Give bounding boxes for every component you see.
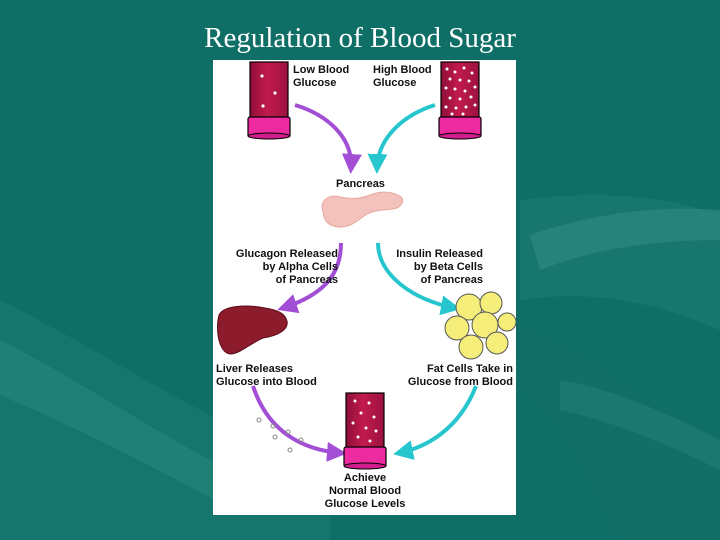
normal-glucose-tube [343, 392, 387, 470]
high-glucose-label: High Blood Glucose [373, 64, 432, 89]
insulin-label: Insulin Released by Beta Cells of Pancre… [396, 248, 483, 286]
fat-to-normal-arrow [393, 385, 478, 460]
released-glucose-dots [256, 417, 304, 453]
glucagon-arrow [277, 242, 343, 314]
liver-label: Liver Releases Glucose into Blood [216, 363, 317, 388]
slide-title: Regulation of Blood Sugar [204, 22, 516, 54]
fat-cells-label: Fat Cells Take in Glucose from Blood [407, 363, 513, 388]
fat-cells [444, 291, 516, 360]
diagram-graphics [217, 61, 516, 470]
pancreas-label: Pancreas [336, 178, 385, 190]
liver-organ [217, 305, 288, 355]
blood-sugar-diagram: Low Blood Glucose High Blood Glucose Pan… [213, 60, 516, 515]
low-to-pancreas-arrow [294, 103, 362, 174]
high-to-pancreas-arrow [367, 103, 436, 174]
pancreas-organ [321, 191, 404, 228]
low-glucose-tube [247, 61, 291, 140]
insulin-arrow [376, 242, 461, 316]
high-glucose-tube [438, 61, 482, 140]
glucagon-label: Glucagon Released by Alpha Cells of Panc… [235, 248, 338, 286]
liver-to-normal-arrow [251, 385, 347, 462]
low-glucose-label: Low Blood Glucose [293, 64, 350, 89]
normal-glucose-label: Achieve Normal Blood Glucose Levels [324, 472, 406, 510]
